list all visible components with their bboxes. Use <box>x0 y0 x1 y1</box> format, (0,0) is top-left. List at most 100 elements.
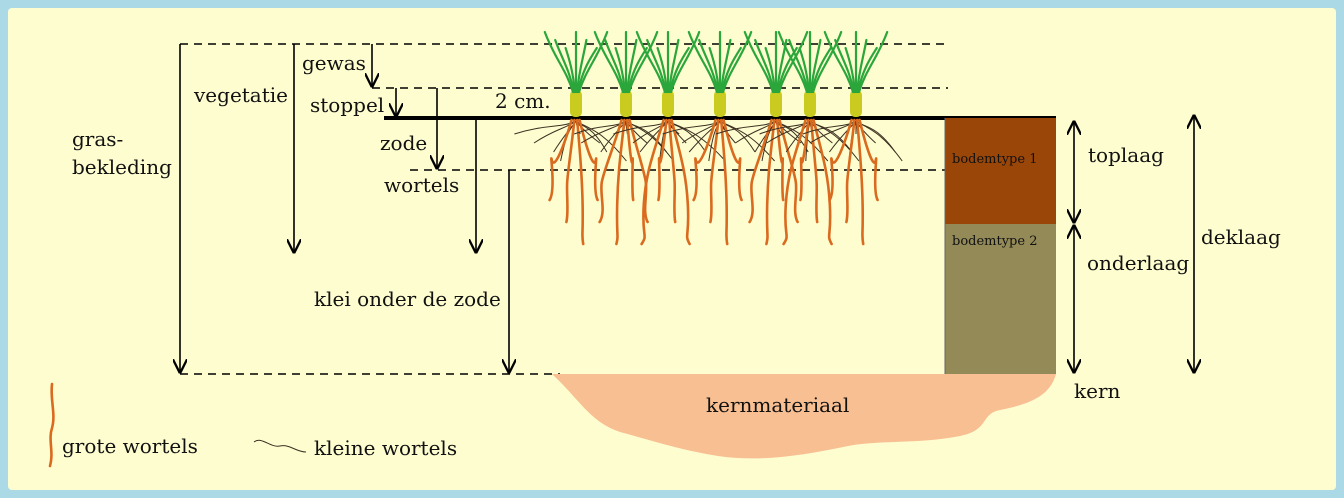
grass-blade <box>857 30 889 94</box>
grass-blade <box>810 46 832 94</box>
grass-blade <box>635 30 667 94</box>
large-root <box>812 118 833 246</box>
grass-blade <box>543 30 575 94</box>
large-root <box>657 118 668 202</box>
grass-blade <box>708 46 721 94</box>
kernmateriaal-blob <box>552 374 1056 459</box>
grass-blade <box>614 46 627 94</box>
grass-blade <box>593 30 625 94</box>
grass-plant <box>514 30 627 246</box>
grass-plant <box>759 30 860 246</box>
large-root <box>722 118 743 202</box>
zode-label: zode <box>380 131 427 155</box>
stubble <box>714 90 726 117</box>
vegetatie-label: vegetatie <box>193 83 288 107</box>
grass-blade <box>798 46 811 94</box>
grass-blade <box>788 38 810 94</box>
stubble <box>770 90 782 117</box>
grass-blade <box>720 46 742 94</box>
large-root <box>765 118 776 246</box>
bodemtype-1-label: bodemtype 1 <box>952 152 1037 167</box>
large-root <box>625 118 635 202</box>
large-root <box>778 118 799 224</box>
large-root <box>709 118 720 224</box>
stubble <box>804 90 816 117</box>
grass-blade <box>776 46 798 94</box>
grote-wortels-legend-symbol <box>48 382 55 468</box>
grass-blade <box>743 30 775 94</box>
grass-blade <box>809 38 822 94</box>
grass-blade <box>764 46 777 94</box>
grass-blade <box>856 46 878 94</box>
small-root <box>514 120 577 135</box>
plants-group <box>514 30 903 246</box>
toplaag-label: toplaag <box>1088 143 1164 167</box>
large-root <box>667 118 677 224</box>
deklaag-label: deklaag <box>1201 225 1281 249</box>
bodemtype-2-label: bodemtype 2 <box>952 234 1037 249</box>
stubble <box>570 90 582 117</box>
stubble <box>620 90 632 117</box>
stubble <box>850 90 862 117</box>
large-root <box>858 118 879 202</box>
grass-blade <box>575 38 588 94</box>
grass-blade <box>627 30 659 94</box>
grass-blade <box>669 30 701 94</box>
grass-blade <box>667 38 680 94</box>
bodemtype-2-block <box>945 224 1056 374</box>
grass-blade <box>777 30 809 94</box>
large-root <box>565 118 576 224</box>
stubble <box>662 90 674 117</box>
grass-blade <box>855 38 868 94</box>
grass-blade <box>668 46 690 94</box>
large-root <box>782 118 807 246</box>
kleine-wortels-legend-label: kleine wortels <box>314 436 457 460</box>
large-root <box>598 118 623 224</box>
large-root <box>828 118 853 202</box>
grass-plant <box>613 30 726 246</box>
large-root <box>575 118 585 246</box>
large-root <box>615 118 626 246</box>
grass-blade <box>554 38 576 94</box>
gras-bekleding-label-2: bekleding <box>72 155 172 179</box>
gewas-label: gewas <box>302 51 366 75</box>
large-root <box>855 118 865 246</box>
large-root <box>578 118 599 202</box>
onderlaag-label: onderlaag <box>1087 251 1189 275</box>
two-cm-label: 2 cm. <box>495 89 551 113</box>
grass-blade <box>777 30 809 94</box>
large-root <box>799 118 810 202</box>
grass-blade <box>577 30 609 94</box>
grass-blade <box>625 38 638 94</box>
wortels-label: wortels <box>384 173 459 197</box>
kern-label: kern <box>1074 379 1121 403</box>
grass-blade <box>604 38 626 94</box>
grass-plant <box>802 30 903 246</box>
large-root <box>640 118 665 246</box>
klei-onder-de-zode-label: klei onder de zode <box>314 287 501 311</box>
grass-blade <box>719 38 732 94</box>
bodemtype-1-block <box>945 118 1056 224</box>
large-root <box>719 118 729 246</box>
grass-blade <box>823 30 855 94</box>
grass-blade <box>811 30 843 94</box>
grass-plant <box>662 30 775 246</box>
small-root <box>662 120 721 135</box>
grass-blade <box>687 30 719 94</box>
grass-blade <box>656 46 669 94</box>
kernmateriaal-label: kernmateriaal <box>706 393 849 417</box>
grass-blade <box>646 38 668 94</box>
gras-bekleding-label-1: gras- <box>72 127 123 151</box>
grass-plant <box>715 30 829 246</box>
large-root <box>809 118 819 224</box>
grote-wortels-legend-label: grote wortels <box>62 434 198 458</box>
large-root <box>775 118 785 202</box>
small-root <box>855 120 903 162</box>
large-root <box>748 118 773 224</box>
grass-blade <box>844 46 857 94</box>
small-root <box>715 120 777 135</box>
large-root <box>845 118 856 224</box>
grass-blade <box>834 38 856 94</box>
grass-blade <box>754 38 776 94</box>
